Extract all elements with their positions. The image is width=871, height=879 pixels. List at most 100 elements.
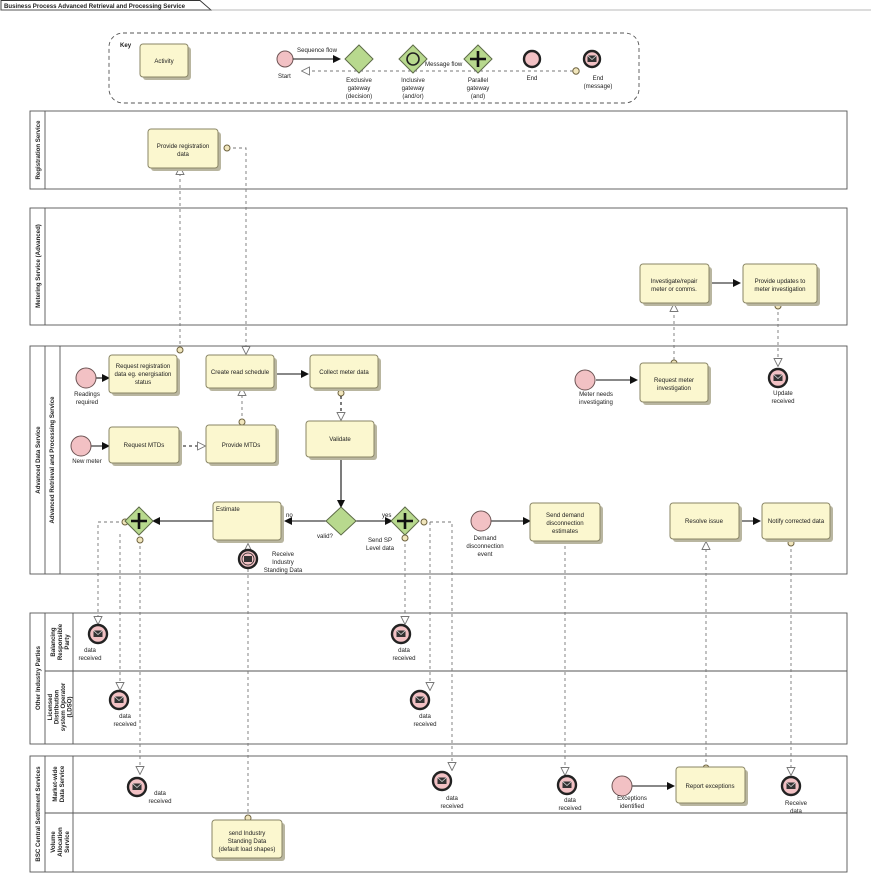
key-activity: Activity (139, 43, 191, 80)
key-end-label: End (527, 75, 538, 82)
activity-provide-mtds[interactable]: Provide MTDs (205, 424, 279, 466)
diagram-title-tab: Business Process Advanced Retrieval and … (0, 0, 871, 11)
pool-bsc-label: BSC Central Settlement Services (35, 766, 42, 862)
activity-notify-corrected-data[interactable]: Notify corrected data (761, 502, 833, 542)
svg-text:Estimate: Estimate (216, 506, 240, 513)
key-end-message-event (582, 49, 602, 69)
diagram-title: Business Process Advanced Retrieval and … (4, 3, 186, 10)
activity-report-exceptions[interactable]: Report exceptions (675, 766, 748, 806)
pool-oip-label: Other Industry Parties (35, 645, 42, 710)
key-heading: Key (120, 42, 132, 49)
pool-registration-label: Registration Service (35, 120, 42, 180)
key-sequence-label: Sequence flow (297, 47, 338, 54)
activity-collect-meter-data[interactable]: Collect meter data (309, 354, 381, 391)
flow-label-no: no (286, 512, 293, 519)
lane-mds-label: Market-wideData Service (52, 765, 66, 802)
svg-text:Request MTDs: Request MTDs (124, 442, 165, 449)
svg-text:Validate: Validate (329, 436, 351, 443)
key-end-event (522, 49, 542, 69)
activity-request-mtds[interactable]: Request MTDs (108, 426, 182, 466)
pool-other-industry-parties: Other Industry Parties BalancingResponsi… (29, 612, 848, 745)
pool-ads-label: Advanced Data Service (35, 426, 42, 494)
activity-estimate[interactable]: Estimate (212, 501, 284, 543)
activity-validate[interactable]: Validate (305, 420, 377, 460)
svg-text:Notify corrected data: Notify corrected data (768, 518, 825, 525)
svg-text:Activity: Activity (154, 58, 174, 65)
gateway-valid-label: valid? (317, 533, 334, 540)
key-legend: Key Activity Start Sequence flow Exclusi… (108, 32, 640, 104)
svg-text:New meter: New meter (72, 458, 101, 465)
activity-create-read-schedule[interactable]: Create read schedule (205, 354, 277, 391)
activity-resolve-issue[interactable]: Resolve issue (669, 502, 742, 542)
event-new-meter: New meter (70, 435, 102, 465)
pool-metering-label: Metering Service (Advanced) (35, 224, 42, 308)
key-exclusive-gateway (344, 44, 374, 74)
lane-brp-label: BalancingResponsibleParty (50, 623, 71, 660)
lane-ldso-label: LicensedDistributionsystem Operator(LDSO… (47, 682, 74, 731)
svg-text:Create read schedule: Create read schedule (211, 369, 270, 376)
sequence-flows (91, 279, 761, 790)
svg-text:Provide MTDs: Provide MTDs (222, 442, 261, 449)
key-message-label: Message flow (425, 61, 463, 68)
svg-text:Resolve issue: Resolve issue (685, 518, 724, 525)
gateway-parallel-left (124, 506, 154, 536)
svg-text:Collect meter data: Collect meter data (319, 369, 369, 376)
key-end-message-label: End(message) (584, 75, 613, 90)
lane-arps-label: Advanced Retrieval and Processing Servic… (49, 396, 56, 524)
key-inclusive-gateway (398, 44, 428, 74)
key-start-event (276, 50, 294, 68)
key-start-label: Start (278, 73, 291, 80)
gateway-parallel-right (390, 506, 420, 536)
lane-vas-label: VolumeAllocationService (50, 827, 71, 857)
svg-text:Report exceptions: Report exceptions (685, 783, 734, 790)
flow-label-yes: yes (382, 512, 391, 519)
gateway-valid-decision (325, 506, 357, 536)
